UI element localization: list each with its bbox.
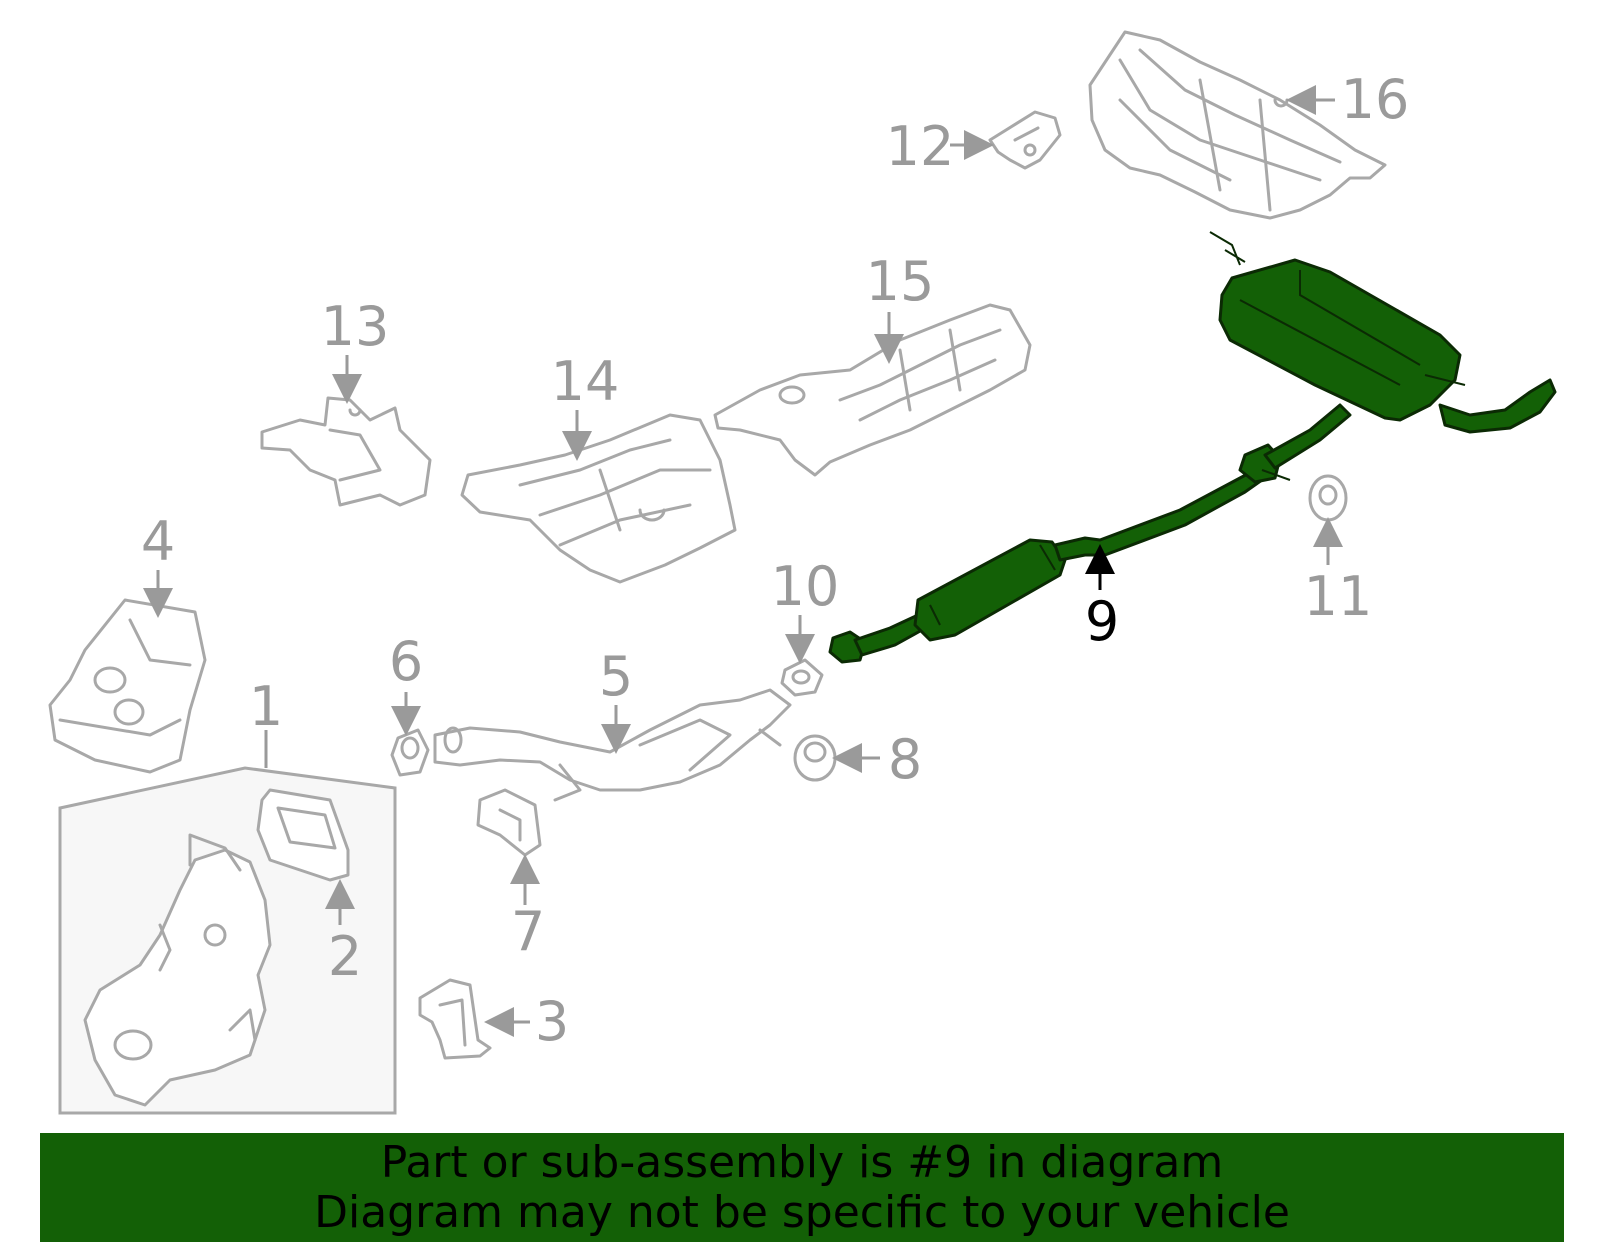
banner-line-part: Part or sub-assembly is #9 in diagram	[380, 1136, 1224, 1188]
callout-4: 4	[141, 510, 175, 573]
part-16-under-cover[interactable]	[1088, 30, 1387, 220]
part-5-front-pipe[interactable]	[433, 688, 792, 802]
part-14-heat-shield[interactable]	[460, 413, 737, 584]
callout-7: 7	[511, 900, 545, 963]
part-12-bracket[interactable]	[988, 110, 1062, 170]
callout-3: 3	[535, 990, 569, 1053]
callout-6: 6	[389, 630, 423, 693]
part-13-heat-shield[interactable]	[260, 396, 432, 507]
callout-16: 16	[1341, 68, 1410, 131]
callout-8: 8	[888, 728, 922, 791]
callout-11: 11	[1304, 565, 1373, 628]
callout-2: 2	[328, 925, 362, 988]
banner-line-disclaimer: Diagram may not be specific to your vehi…	[314, 1186, 1290, 1238]
callout-5: 5	[599, 645, 633, 708]
part-3-bracket[interactable]	[418, 978, 492, 1060]
part-9-exhaust-system[interactable]	[828, 231, 1557, 664]
part-15-heat-shield[interactable]	[713, 303, 1032, 477]
part-4-heat-shield[interactable]	[48, 598, 207, 774]
part-11-hanger[interactable]	[1308, 474, 1348, 522]
part-6-gasket[interactable]	[390, 728, 430, 777]
callout-1: 1	[249, 675, 283, 738]
callout-14: 14	[551, 350, 620, 413]
callout-9: 9	[1085, 590, 1119, 653]
part-7-bracket[interactable]	[476, 788, 542, 857]
callout-12: 12	[886, 115, 955, 178]
callout-15: 15	[866, 250, 935, 313]
part-1-assembly-box[interactable]	[58, 730, 397, 1115]
part-8-hanger[interactable]	[793, 734, 837, 782]
callout-13: 13	[321, 295, 390, 358]
part-10-gasket[interactable]	[780, 658, 824, 697]
callout-10: 10	[771, 555, 840, 618]
disclaimer-banner: Part or sub-assembly is #9 in diagram Di…	[40, 1133, 1564, 1242]
